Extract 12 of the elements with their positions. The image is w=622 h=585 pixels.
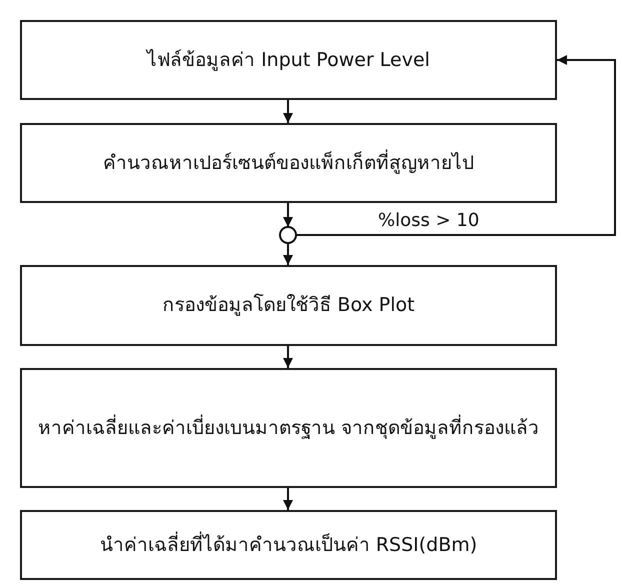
process-box: หาค่าเฉลี่ยและค่าเบี่ยงเบนมาตรฐาน จากชุดข้อมูลที่กรองแล้ว — [20, 368, 557, 488]
arrow — [283, 488, 293, 510]
process-box: กรองข้อมูลโดยใช้วิธี Box Plot — [20, 265, 557, 346]
arrow — [283, 243, 293, 265]
process-box: คำนวณหาเปอร์เซนต์ของแพ็กเก็ตที่สูญหายไป — [20, 123, 557, 203]
arrow — [283, 203, 293, 227]
arrow — [296, 55, 616, 236]
process-box: ไฟล์ข้อมูลค่า Input Power Level — [20, 20, 557, 100]
arrow — [283, 100, 293, 123]
process-box: นำค่าเฉลี่ยที่ได้มาคำนวณเป็นค่า RSSI(dBm) — [20, 510, 557, 580]
junction-circle — [279, 226, 297, 244]
arrow — [283, 346, 293, 368]
